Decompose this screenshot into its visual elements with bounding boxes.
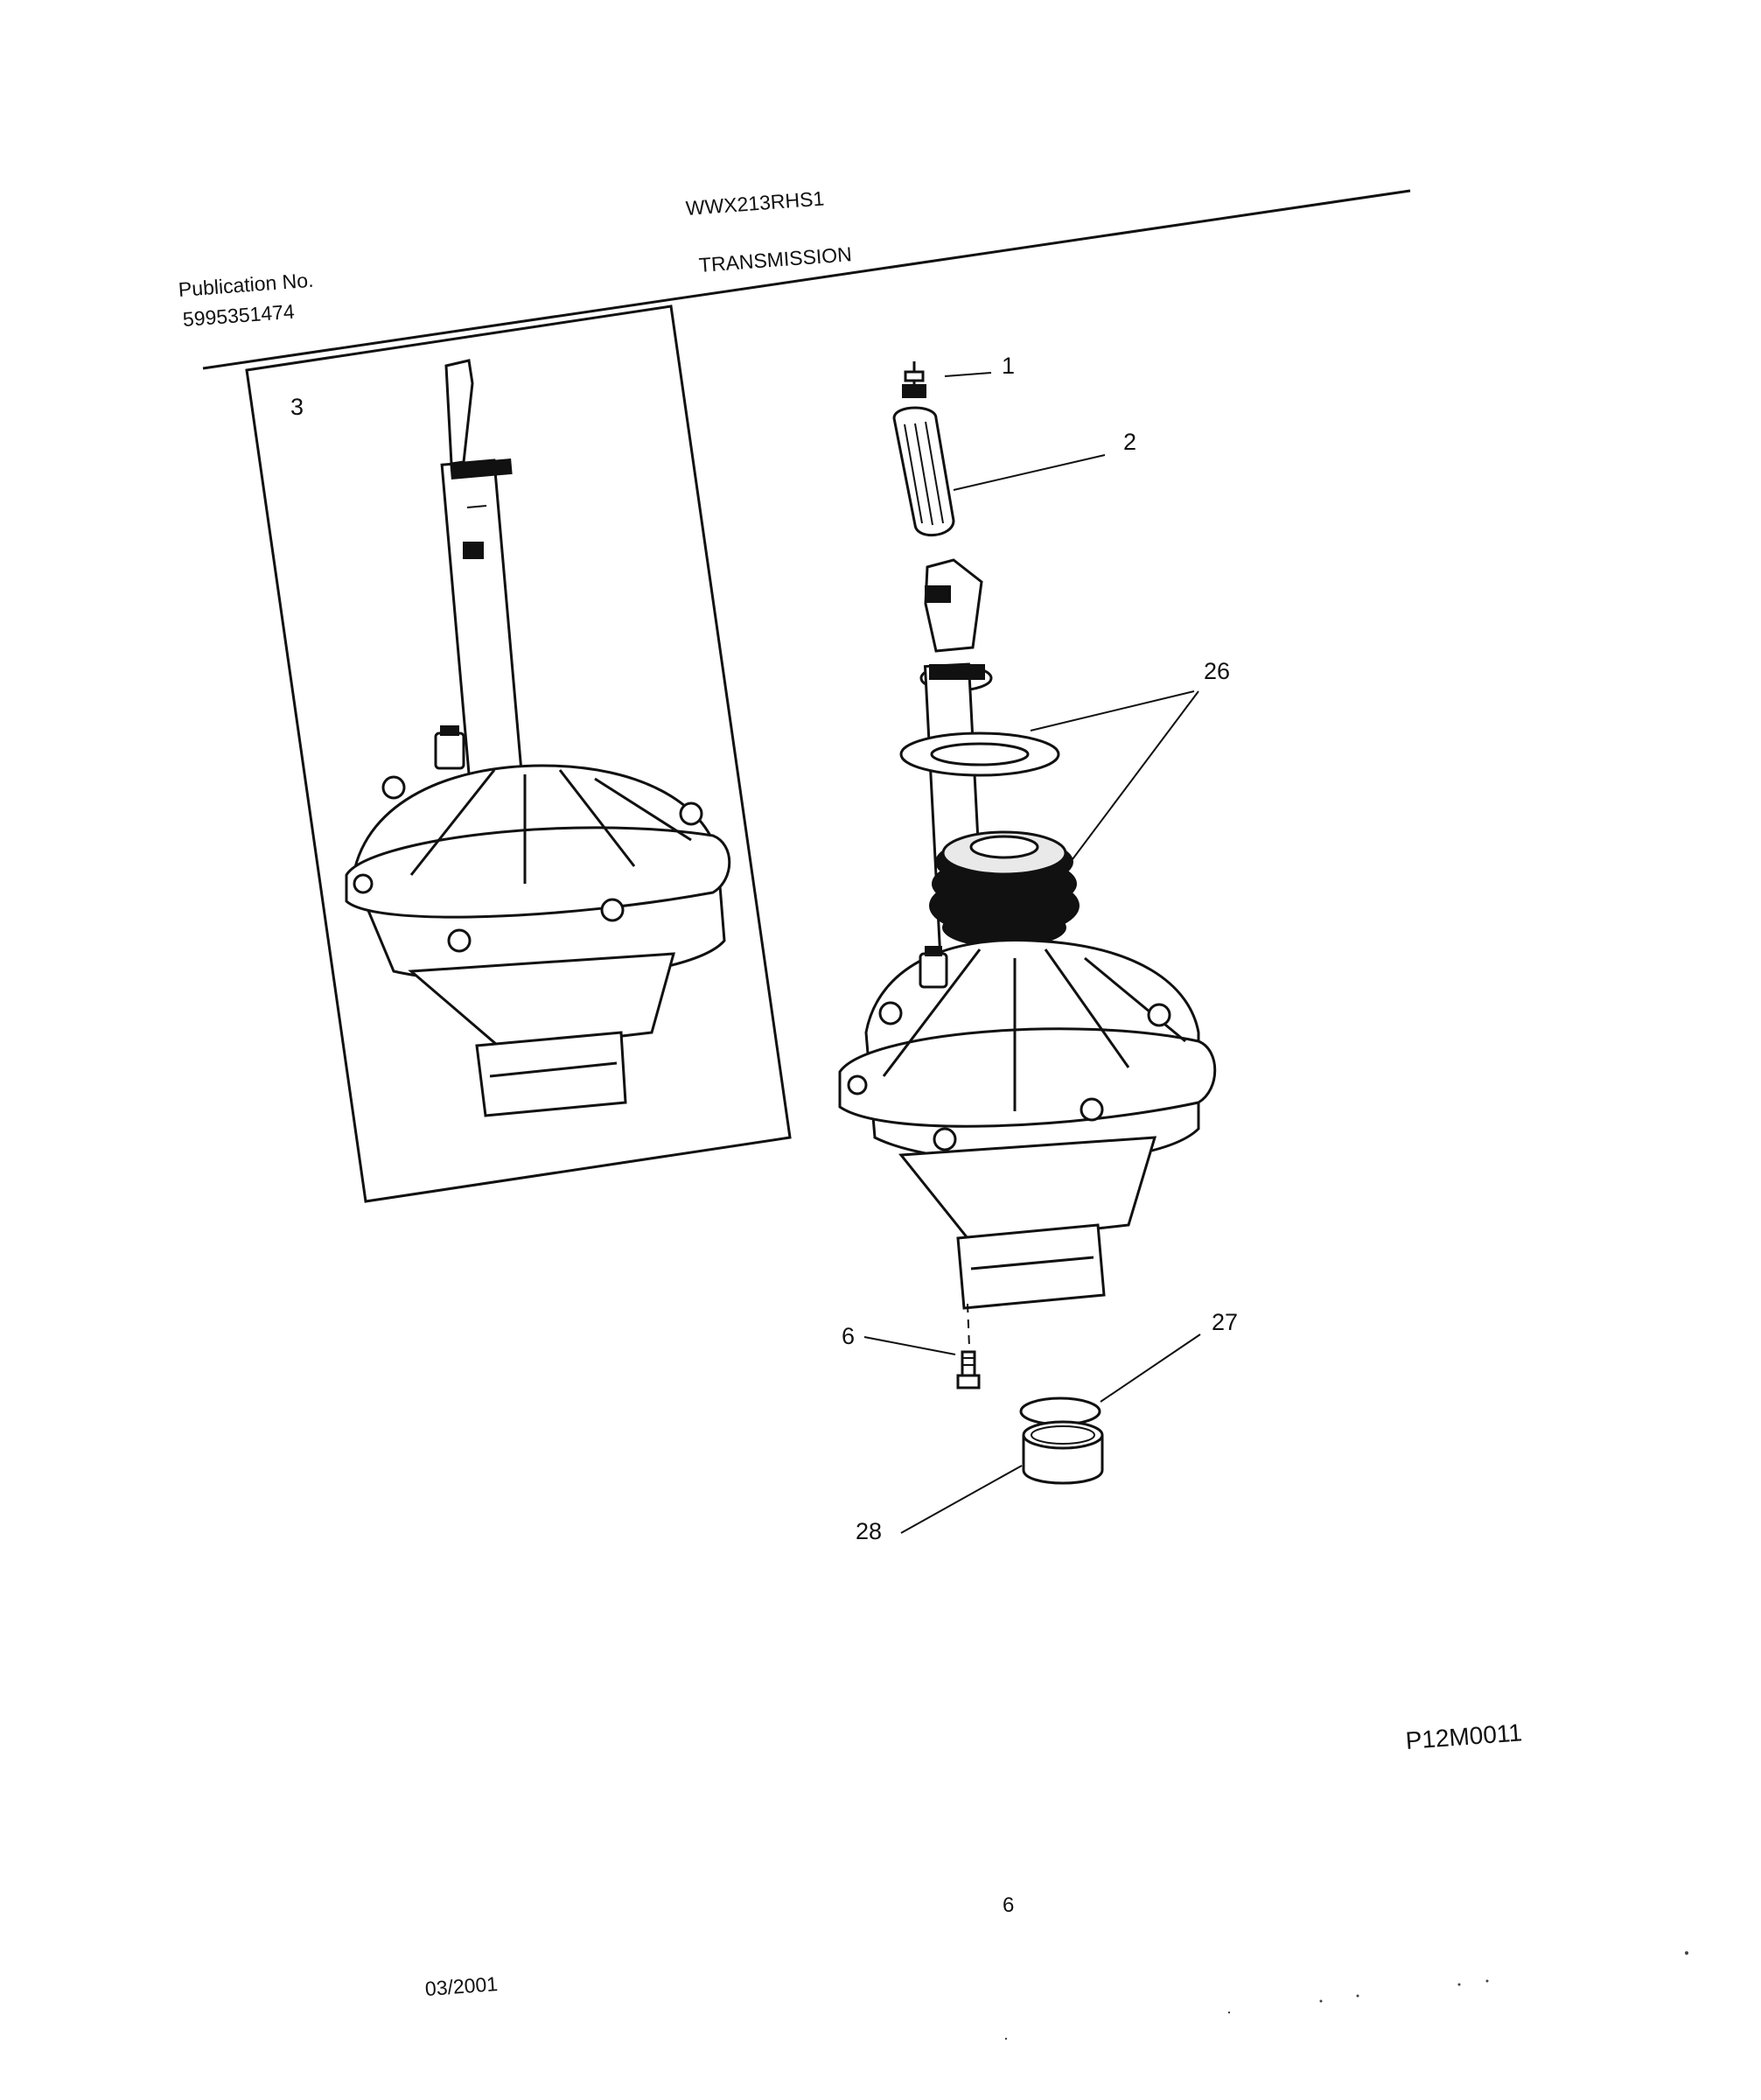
- leader-6: [863, 1336, 956, 1355]
- seal-boot-part-26: [929, 830, 1080, 948]
- o-ring-part-27: [1019, 1396, 1101, 1426]
- assembled-transmission-drawing: [345, 359, 731, 1117]
- bushing-part-28: [1022, 1420, 1104, 1485]
- splined-sleeve-part-2: [892, 406, 955, 537]
- callout-6: 6: [842, 1323, 856, 1349]
- exploded-gearcase-drawing: [838, 938, 1217, 1348]
- bolt-part-6: [956, 1350, 981, 1390]
- callout-28: 28: [856, 1518, 883, 1544]
- callout-26: 26: [1204, 658, 1231, 684]
- leader-1: [944, 372, 992, 377]
- callout-3: 3: [290, 394, 304, 420]
- leader-27: [1100, 1334, 1201, 1403]
- header-rule: [202, 189, 1411, 370]
- callout-2: 2: [1123, 429, 1137, 455]
- leader-26a: [1030, 690, 1195, 732]
- leader-26b: [1053, 690, 1199, 885]
- leader-28: [900, 1465, 1023, 1534]
- callout-1: 1: [1002, 353, 1016, 379]
- callout-27: 27: [1212, 1309, 1239, 1335]
- page-number: 6: [1003, 1894, 1015, 1917]
- inset-frame: [245, 304, 792, 1203]
- stud-part-1: [902, 361, 926, 398]
- leader-2: [953, 454, 1106, 491]
